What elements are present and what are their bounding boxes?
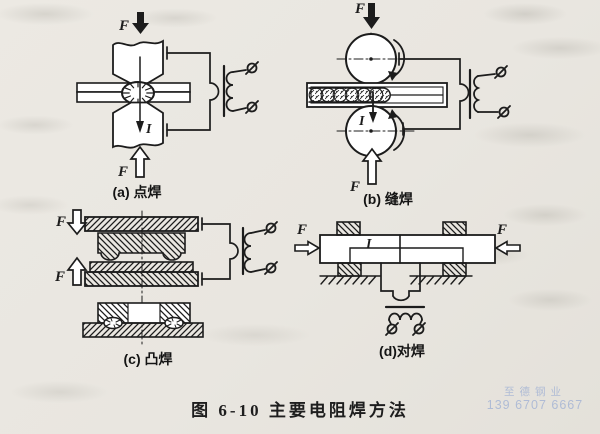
current-label: I (358, 114, 365, 129)
welded-block-hatch (98, 303, 128, 323)
workpiece-bars (319, 234, 496, 264)
phase-terminal-icon (245, 61, 259, 75)
figure-caption: 图 6-10 主要电阻焊方法 (191, 401, 409, 420)
watermark-phone: 139 6707 6667 (486, 398, 584, 413)
force-label: F (496, 222, 507, 238)
force-arrow-left-icon (494, 240, 521, 256)
upper-workpiece-with-projections (97, 232, 186, 261)
force-label: F (118, 18, 129, 34)
phase-terminal-icon (494, 65, 508, 79)
phase-terminal-icon (245, 100, 259, 114)
lower-workpiece-sheet (89, 261, 194, 273)
subfigure-b-seam-welding: F I F (306, 1, 511, 207)
welded-block-hatch (160, 303, 190, 323)
secondary-circuit-wires (380, 262, 421, 302)
subfigure-c-label: (c) 凸焊 (124, 351, 173, 367)
phase-terminal-icon (497, 105, 511, 119)
lower-clamp (337, 262, 362, 277)
watermark-company: 至德钢业 (504, 386, 566, 398)
subfigure-d-butt-welding: I F F (d)对焊 (294, 221, 521, 359)
phase-terminal-icon (385, 322, 399, 336)
subfigure-d-label: (d)对焊 (379, 343, 425, 359)
force-label: F (349, 179, 360, 195)
seam-nuggets (308, 87, 384, 103)
ground-hatch (409, 275, 473, 285)
force-arrow-right-icon (294, 240, 321, 256)
phase-terminal-icon (412, 322, 426, 336)
force-arrow-down-icon (66, 209, 88, 236)
current-label: I (365, 237, 372, 252)
force-label: F (354, 1, 365, 17)
projection-weld-nuggets (103, 316, 184, 330)
force-label: F (54, 269, 65, 285)
current-arrowhead-icon (136, 121, 144, 133)
inner-section-line (349, 247, 464, 264)
force-label: F (117, 164, 128, 180)
lower-clamp (442, 262, 467, 277)
subfigure-a-label: (a) 点焊 (113, 184, 162, 200)
transformer-icon (222, 61, 259, 118)
rotation-arrowhead (388, 71, 398, 81)
ground-hatch (319, 275, 381, 285)
welded-base-plate (82, 322, 204, 338)
force-label: F (296, 222, 307, 238)
force-arrow-down-icon (363, 3, 380, 29)
watermark: 至德钢业 139 6707 6667 (476, 386, 594, 412)
force-arrow-up-icon (66, 256, 88, 286)
weld-nugget-ticks (122, 81, 154, 105)
force-arrow-up-icon (129, 145, 151, 178)
transformer-icon (241, 221, 278, 276)
force-label: F (55, 214, 66, 230)
lower-electrode-plate (84, 271, 199, 287)
subfigure-b-label: (b) 缝焊 (363, 191, 413, 207)
upper-electrode (112, 39, 164, 85)
transformer-icon (384, 305, 426, 336)
transformer-icon (468, 65, 511, 120)
force-arrow-down-icon (132, 12, 149, 34)
subfigure-c-projection-welding: F F (c) 凸焊 (54, 209, 278, 367)
phase-terminal-icon (264, 221, 278, 235)
upper-clamp (442, 221, 467, 236)
upper-clamp (336, 221, 361, 236)
current-label: I (145, 122, 152, 137)
subfigure-a-spot-welding: F I F (a) 点焊 (76, 12, 259, 200)
force-arrow-up-icon (361, 147, 383, 185)
current-arrowhead-icon (369, 112, 377, 123)
rotation-arrowhead (388, 109, 398, 119)
secondary-circuit-wires (166, 46, 220, 137)
secondary-circuit-wires (201, 217, 239, 286)
secondary-circuit-wires (398, 52, 470, 136)
upper-electrode-plate (84, 216, 199, 232)
phase-terminal-icon (264, 261, 278, 275)
